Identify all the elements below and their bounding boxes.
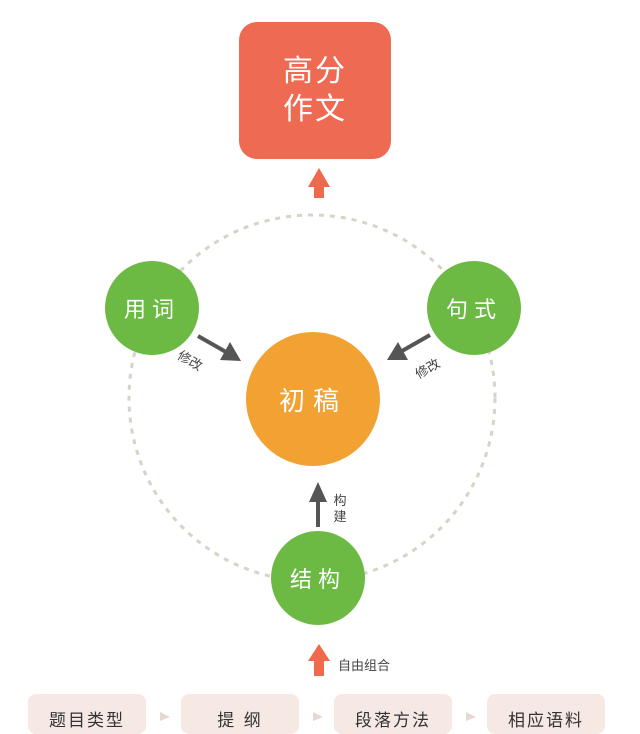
goal-box: 高分 作文 — [239, 22, 391, 159]
bottom-item-paragraph-method: 段落方法 — [334, 694, 452, 734]
node-wording: 用词 — [105, 261, 199, 355]
node-draft: 初稿 — [246, 332, 380, 466]
node-draft-label: 初稿 — [278, 386, 347, 417]
node-sentence: 句式 — [427, 261, 521, 355]
bottom-item-topic-type: 题目类型 — [28, 694, 146, 734]
chip-separator-arrow — [466, 712, 476, 721]
arrow-wording-to-draft — [197, 334, 241, 361]
node-structure-label: 结构 — [289, 568, 346, 593]
node-structure: 结构 — [271, 531, 365, 625]
chip-separator-arrow — [313, 712, 323, 721]
arrow-up-to-goal — [308, 168, 330, 198]
goal-line-2: 作文 — [283, 91, 347, 127]
chip-separator-arrow — [160, 712, 170, 721]
node-wording-label: 用词 — [123, 298, 180, 323]
bottom-item-material: 相应语料 — [487, 694, 605, 734]
arrow-sentence-to-draft — [387, 333, 431, 360]
label-combine: 自由组合 — [338, 659, 391, 674]
goal-line-1: 高分 — [283, 53, 347, 89]
label-build: 构建 — [333, 494, 347, 525]
arrow-combine-up — [308, 644, 330, 676]
node-sentence-label: 句式 — [445, 298, 502, 323]
bottom-item-outline: 提 纲 — [181, 694, 299, 734]
arrow-structure-to-draft — [309, 482, 327, 527]
